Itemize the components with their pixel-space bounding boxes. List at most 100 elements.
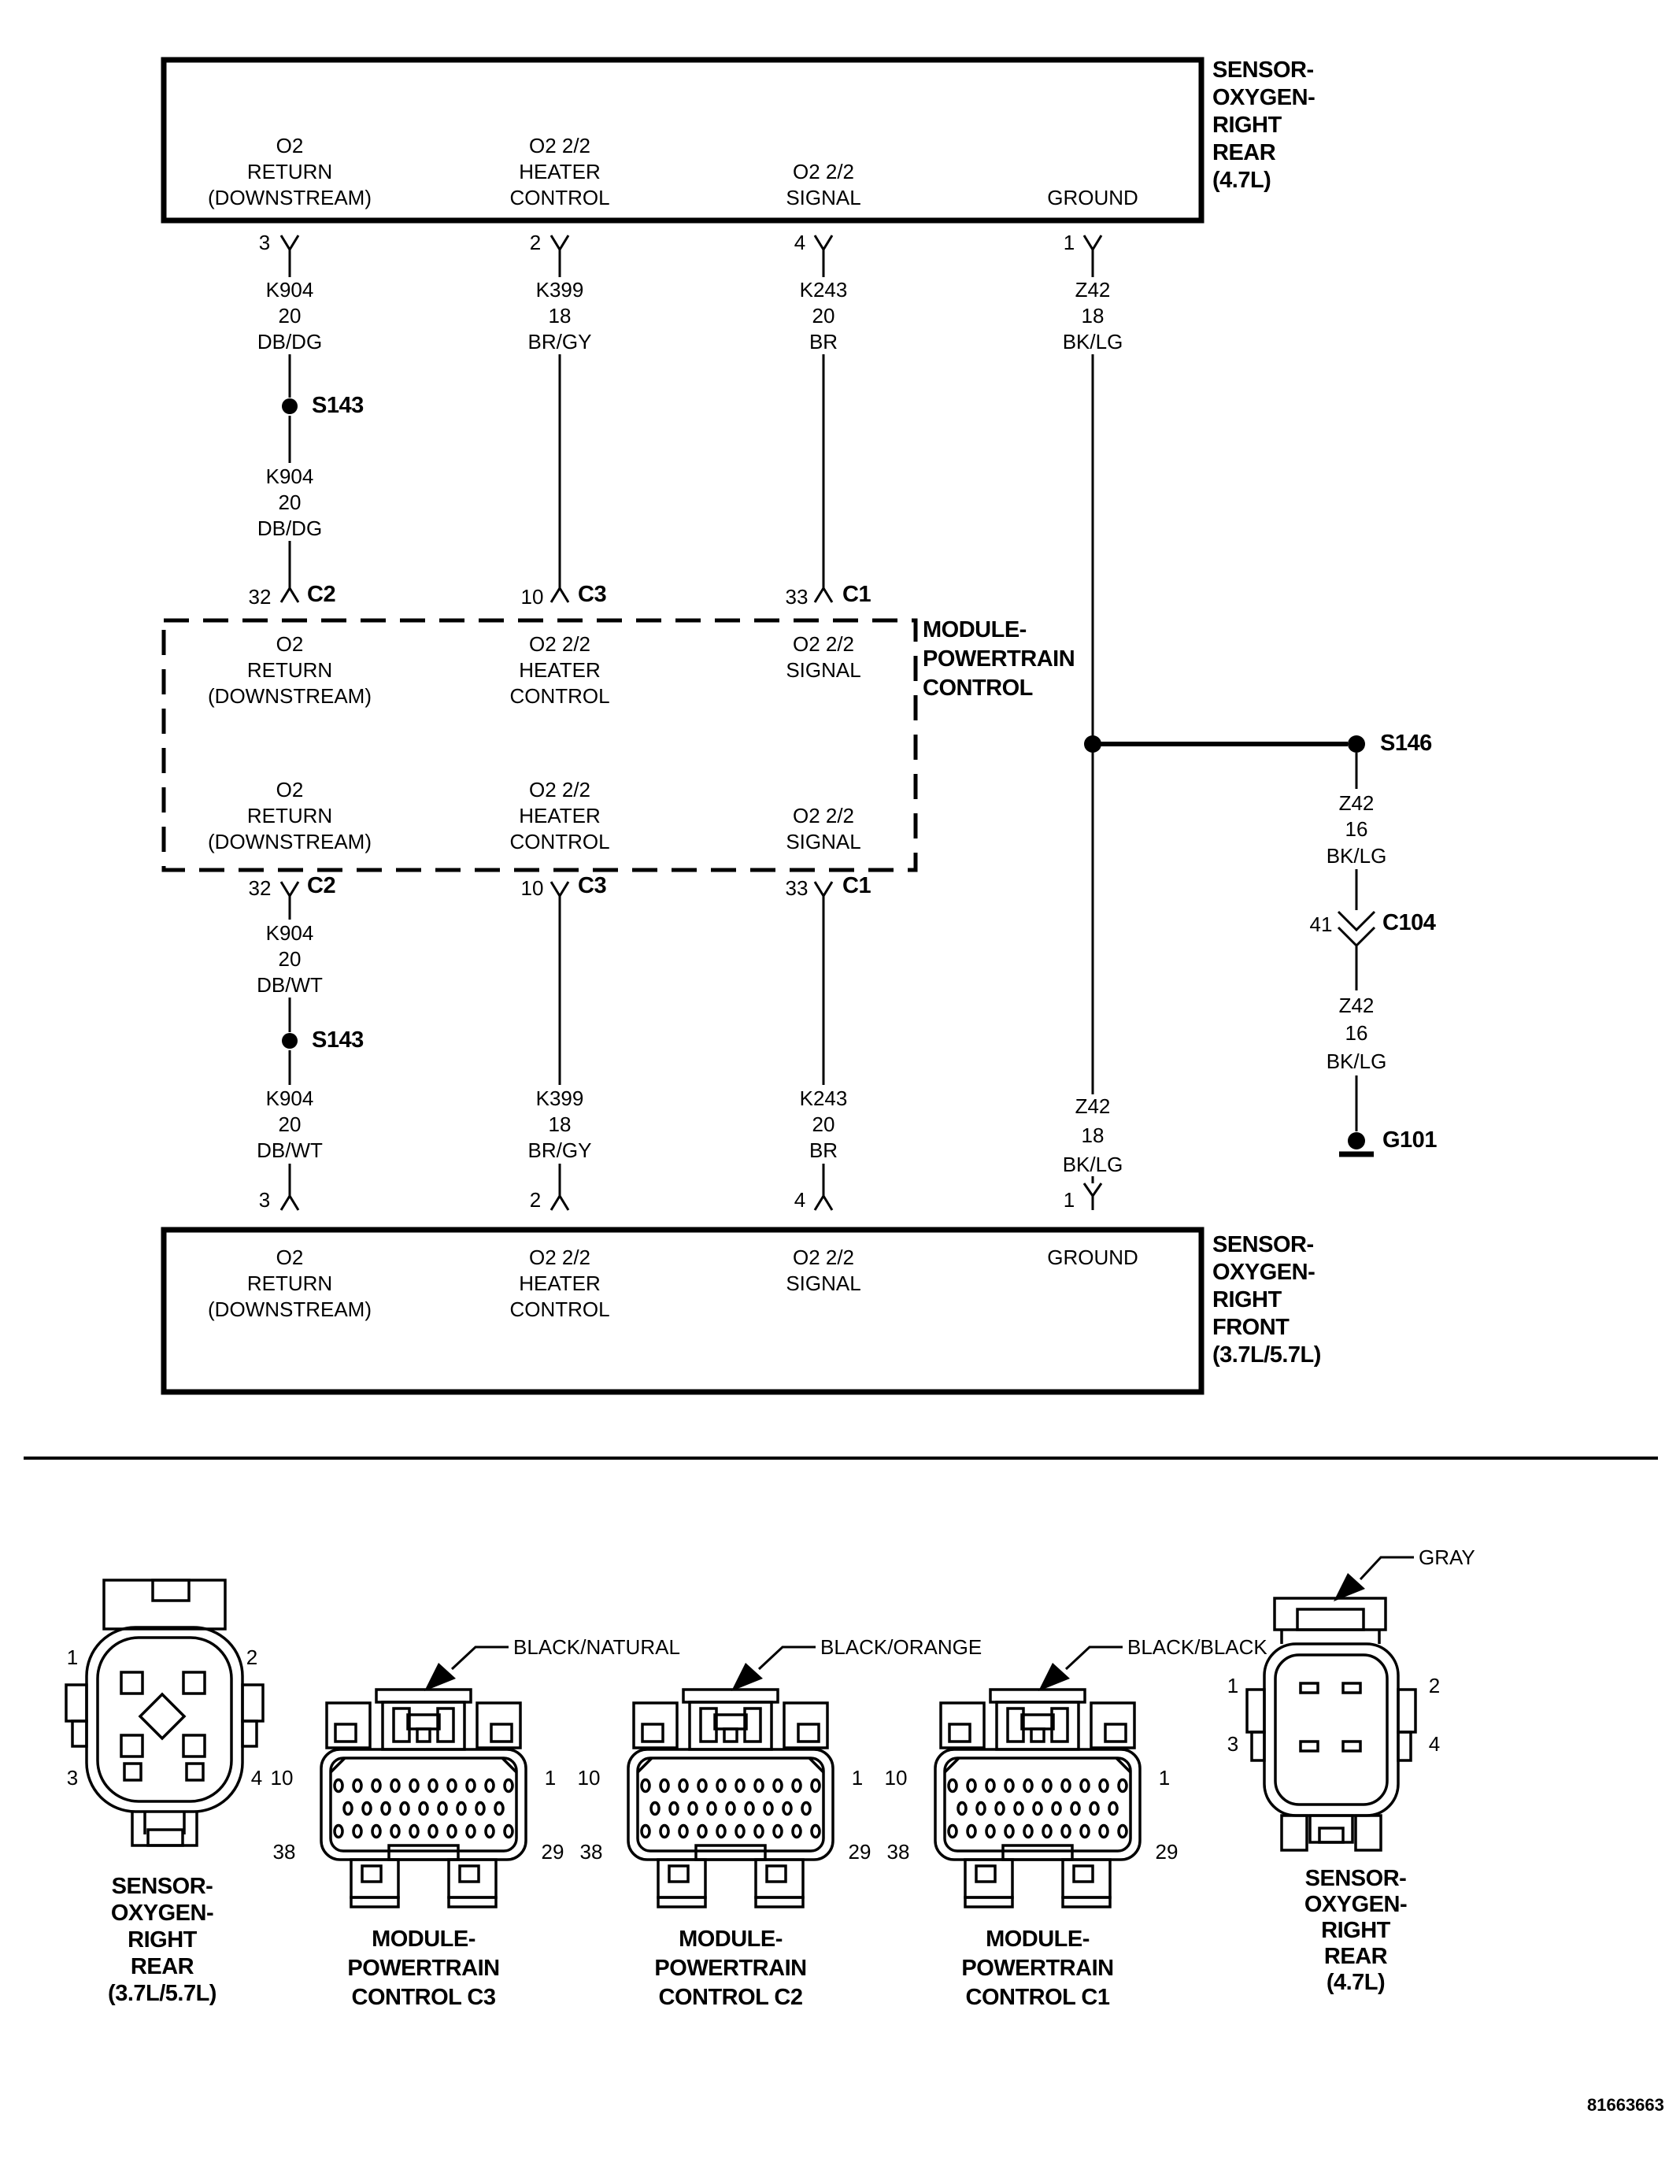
ground-g101-dot	[1348, 1132, 1365, 1149]
connector-caption: CONTROL C1	[965, 1985, 1110, 2010]
connector-ref: C3	[578, 873, 607, 898]
wire-gauge: 18	[548, 1112, 572, 1136]
connector-ref: C2	[307, 582, 336, 607]
wire-color: DB/WT	[257, 973, 323, 997]
wire-color: BK/LG	[1062, 330, 1123, 354]
pin-number: 10	[577, 1766, 601, 1790]
pin-function: (DOWNSTREAM)	[208, 186, 372, 209]
wire-circuit: Z42	[1338, 791, 1375, 815]
pin-function: GROUND	[1047, 186, 1138, 209]
pin-function: CONTROL	[509, 186, 610, 209]
pin-function: SIGNAL	[786, 658, 861, 682]
connector-ref: C1	[842, 873, 871, 898]
wire-circuit: K904	[265, 278, 314, 302]
pin-number: 4	[794, 231, 806, 254]
splice-s146-dot	[1348, 735, 1365, 753]
arrow-icon	[1334, 1573, 1365, 1601]
pin-function: CONTROL	[509, 1297, 610, 1321]
component-name: SENSOR-	[1212, 57, 1314, 83]
pin-number: 29	[1155, 1840, 1179, 1864]
wire-circuit: K904	[265, 465, 314, 488]
wire-gauge: 20	[278, 947, 302, 971]
pin-function: (DOWNSTREAM)	[208, 684, 372, 708]
pin-function: HEATER	[519, 1272, 601, 1295]
connector-color-callout: BLACK/ORANGE	[820, 1635, 982, 1659]
pin-function: O2 2/2	[792, 804, 855, 827]
connector-ref: C1	[842, 582, 871, 607]
pin-number: 1	[851, 1766, 864, 1790]
pin-function: CONTROL	[509, 684, 610, 708]
pin-number: 2	[529, 1188, 542, 1212]
wire-gauge: 20	[278, 1112, 302, 1136]
pin-function: O2 2/2	[528, 778, 591, 801]
wire-color: BR	[809, 1138, 838, 1162]
pin-function: RETURN	[246, 1272, 333, 1295]
wire-gauge: 20	[278, 490, 302, 514]
pin-function: SIGNAL	[786, 1272, 861, 1295]
splice-s143-lower-dot	[282, 1033, 298, 1049]
pin-number: 3	[258, 231, 271, 254]
connector-caption: POWERTRAIN	[347, 1956, 500, 1981]
component-name: FRONT	[1212, 1315, 1290, 1340]
connector-caption: CONTROL C3	[351, 1985, 496, 2010]
top-sensor-box	[161, 57, 1204, 224]
ground-label: G101	[1382, 1127, 1437, 1153]
pin-function: RETURN	[246, 658, 333, 682]
splices-and-ground	[282, 398, 1376, 1157]
splice-label: S143	[312, 1027, 364, 1053]
wire-circuit: K904	[265, 1086, 314, 1110]
pin-function: HEATER	[519, 658, 601, 682]
pin-function: CONTROL	[509, 830, 610, 853]
component-name: CONTROL	[923, 676, 1033, 701]
junction-dot	[1084, 735, 1101, 753]
wire-circuit: Z42	[1075, 1094, 1111, 1118]
pin-number: 2	[1428, 1674, 1441, 1697]
wire-color: DB/DG	[257, 516, 323, 540]
connector-caption: POWERTRAIN	[654, 1956, 807, 1981]
component-name: RIGHT	[1212, 1287, 1282, 1312]
connector-caption: MODULE-	[679, 1927, 783, 1952]
connector-caption: CONTROL C2	[658, 1985, 803, 2010]
splice-label: S146	[1380, 731, 1432, 756]
wire-circuit: K904	[265, 921, 314, 945]
component-name: RIGHT	[1212, 113, 1282, 138]
wire-color: DB/WT	[257, 1138, 323, 1162]
pin-number: 38	[579, 1840, 603, 1864]
component-name: SENSOR-	[1212, 1232, 1314, 1257]
connector-caption: (3.7L/5.7L)	[108, 1981, 216, 2006]
pin-number: 1	[544, 1766, 557, 1790]
wire-gauge: 18	[1081, 304, 1105, 328]
wire-circuit: K399	[535, 1086, 584, 1110]
wire-color: BK/LG	[1326, 844, 1387, 868]
pin-function: O2 2/2	[792, 160, 855, 183]
connector-color-callout: GRAY	[1419, 1545, 1475, 1569]
wire-circuit: K399	[535, 278, 584, 302]
component-name: REAR	[1212, 140, 1276, 165]
wire-circuit: K243	[799, 1086, 848, 1110]
pin-number: 1	[1063, 1188, 1075, 1212]
pcm-c1-connector-drawing	[934, 1688, 1142, 1908]
bottom-sensor-box	[161, 1227, 1204, 1395]
connector-ref: C3	[578, 582, 607, 607]
pin-function: RETURN	[246, 804, 333, 827]
pin-function: SIGNAL	[786, 186, 861, 209]
pin-number: 29	[541, 1840, 564, 1864]
connector-caption: OXYGEN-	[110, 1901, 214, 1926]
pin-number: 4	[794, 1188, 806, 1212]
pin-number: 4	[250, 1766, 263, 1790]
connector-caption: (4.7L)	[1326, 1970, 1386, 1995]
pin-function: O2 2/2	[792, 1246, 855, 1269]
pin-number: 1	[1227, 1674, 1239, 1697]
pin-number: 32	[248, 585, 272, 609]
component-name: (3.7L/5.7L)	[1212, 1342, 1321, 1368]
connector-caption: RIGHT	[128, 1927, 197, 1953]
connector-ref: C104	[1382, 910, 1436, 935]
component-name: POWERTRAIN	[923, 646, 1075, 672]
connector-color-callout: BLACK/BLACK	[1127, 1635, 1267, 1659]
wire-gauge: 18	[1081, 1123, 1105, 1147]
pin-function: O2 2/2	[528, 632, 591, 656]
wires	[288, 265, 1358, 1183]
splice-s143-upper-dot	[282, 398, 298, 414]
